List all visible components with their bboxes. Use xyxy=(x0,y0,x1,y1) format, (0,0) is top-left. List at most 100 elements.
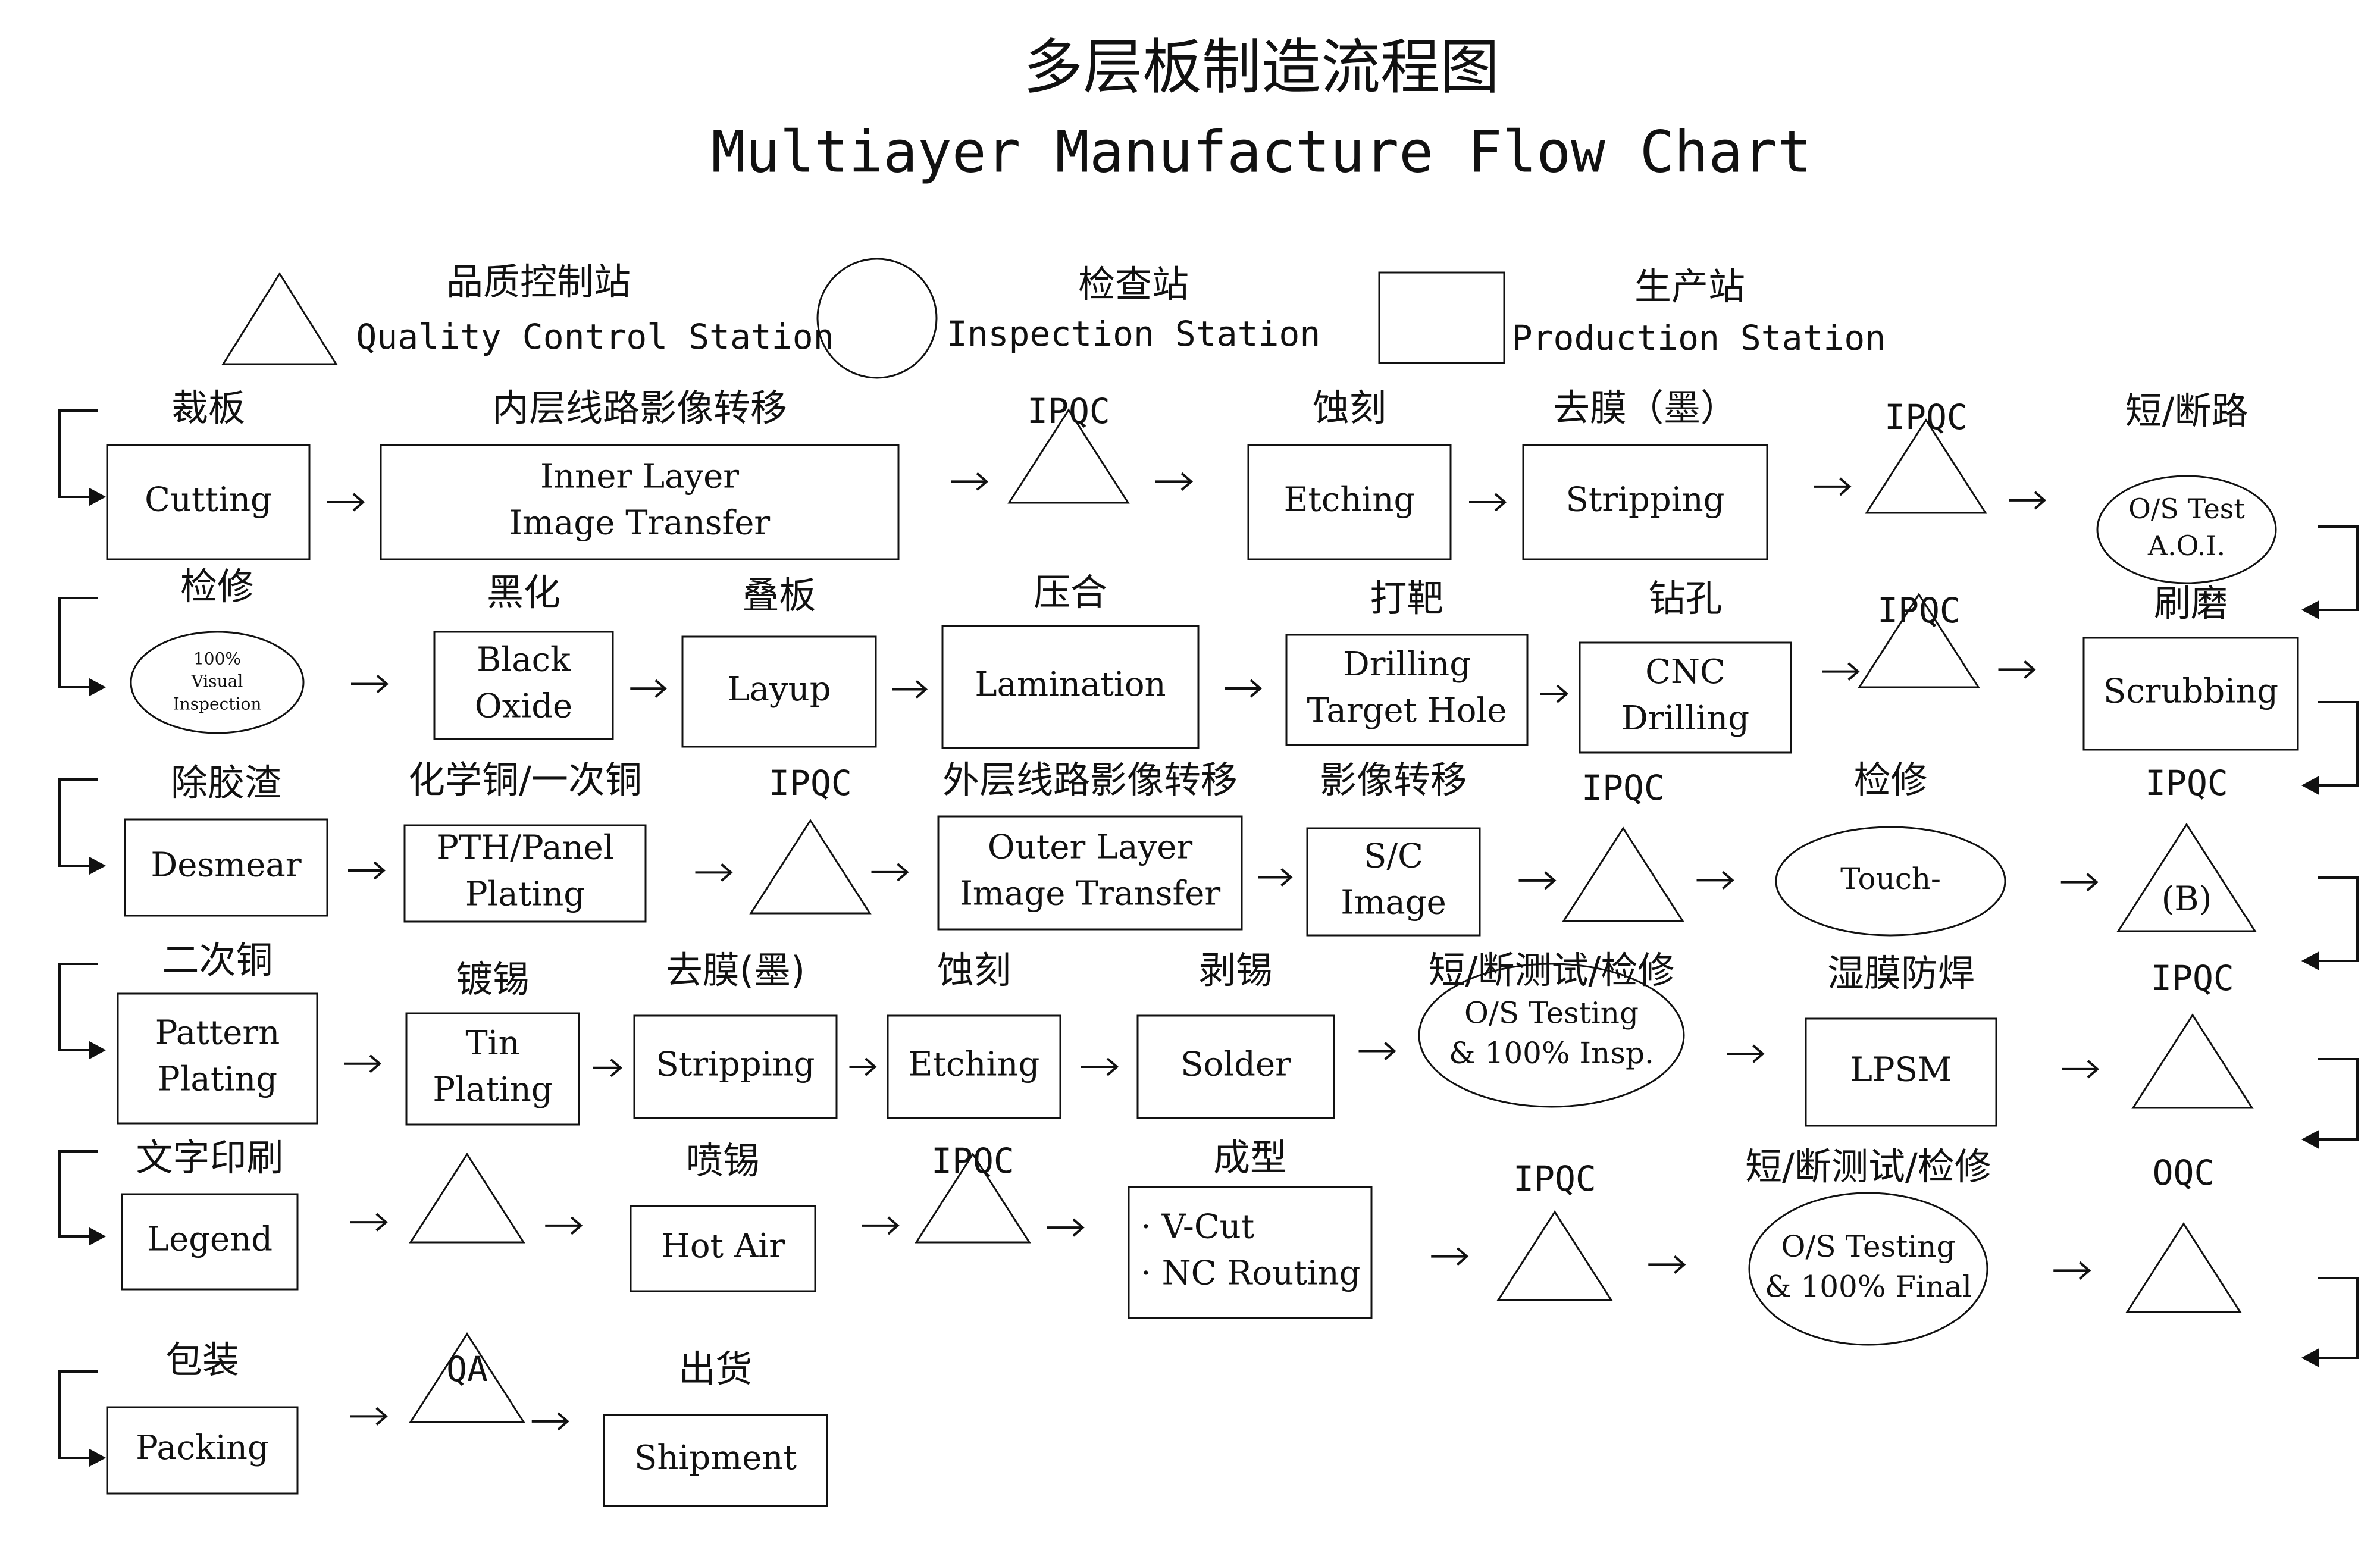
title-chinese: 多层板制造流程图 xyxy=(1023,32,1499,102)
node-label: Layup xyxy=(727,670,831,709)
legend-production-en: Production Station xyxy=(1512,318,1886,358)
node-label: LPSM xyxy=(1850,1051,1952,1089)
qc-triangle-icon xyxy=(915,1153,1031,1244)
return-arrow-icon xyxy=(2301,701,2359,795)
production-box xyxy=(681,635,877,748)
node-label: Packing xyxy=(136,1429,269,1467)
qc-triangle-icon xyxy=(1007,408,1130,504)
node-label: S/C xyxy=(1364,837,1423,876)
flow-node-2-7: (B)IPQC xyxy=(2116,763,2257,932)
flow-arrow-icon xyxy=(892,679,928,699)
node-caption: 外层线路影像转移 xyxy=(942,758,1238,801)
production-box xyxy=(1805,1017,1997,1127)
qc-triangle-icon xyxy=(749,819,872,915)
node-label: Tin xyxy=(465,1024,519,1063)
legend-inspection-cn: 检查站 xyxy=(1078,262,1189,306)
node-label: Hot Air xyxy=(661,1227,785,1266)
production-box xyxy=(106,444,311,560)
node-label: Black xyxy=(477,641,571,679)
node-caption: IPQC xyxy=(1877,590,1961,631)
production-box xyxy=(1247,444,1452,560)
node-caption: 化学铜/一次铜 xyxy=(408,758,642,801)
node-caption: 文字印刷 xyxy=(136,1136,283,1179)
entry-arrow-icon xyxy=(58,1150,107,1246)
production-box xyxy=(403,824,647,923)
node-caption: IPQC xyxy=(2145,763,2228,803)
node-label: & 100% Insp. xyxy=(1449,1036,1654,1070)
node-caption: 短/断路 xyxy=(2125,389,2249,433)
flow-arrow-icon xyxy=(350,1407,388,1426)
node-label: Cutting xyxy=(145,481,272,519)
return-arrow-icon xyxy=(2301,1277,2359,1367)
node-label: Etching xyxy=(1284,481,1416,519)
node-label: Pattern xyxy=(155,1014,280,1053)
flow-arrow-icon xyxy=(1648,1255,1686,1274)
flow-node-4-3: IPQC xyxy=(915,1141,1031,1244)
flow-arrow-icon xyxy=(344,1054,382,1073)
flow-arrow-icon xyxy=(351,674,389,694)
flow-arrow-icon xyxy=(593,1059,622,1078)
flow-node-4-4: · V-Cut · NC Routing 成型 xyxy=(1128,1136,1373,1319)
node-caption: 短/断测试/检修 xyxy=(1429,948,1675,992)
flow-node-3-5: O/S Testing& 100% Insp.短/断测试/检修 xyxy=(1418,948,1685,1108)
node-label: CNC xyxy=(1645,653,1726,691)
flow-node-0-2: IPQC xyxy=(1007,391,1130,504)
flow-node-4-1 xyxy=(409,1153,525,1244)
node-caption: 湿膜防焊 xyxy=(1827,951,1975,995)
node-label: · NC Routing xyxy=(1141,1254,1361,1293)
entry-arrow-icon xyxy=(58,409,107,506)
node-label: Inner Layer xyxy=(540,458,739,496)
flow-node-2-6: Touch-检修 xyxy=(1775,758,2006,937)
node-label: Plating xyxy=(158,1060,277,1099)
production-box xyxy=(1136,1014,1335,1119)
qc-triangle-icon xyxy=(1865,418,1987,514)
title-english: Multiayer Manufacture Flow Chart xyxy=(711,118,1812,185)
node-caption: 包装 xyxy=(165,1338,239,1382)
node-label: & 100% Final xyxy=(1765,1269,1972,1304)
return-arrow-icon xyxy=(2301,876,2359,970)
node-caption: IPQC xyxy=(2151,958,2234,998)
node-label: Outer Layer xyxy=(988,828,1193,867)
flow-node-5-1: QA xyxy=(409,1332,525,1423)
flow-node-0-5: IPQC xyxy=(1865,397,1987,514)
node-caption: 钻孔 xyxy=(1648,577,1722,620)
production-box xyxy=(2082,637,2299,751)
flow-arrow-icon xyxy=(1518,871,1557,890)
flow-arrow-icon xyxy=(350,1213,388,1232)
node-label: Scrubbing xyxy=(2103,672,2278,711)
flow-arrow-icon xyxy=(1814,477,1852,496)
return-arrow-icon xyxy=(2301,1058,2359,1149)
flow-arrow-icon xyxy=(871,863,909,882)
node-label: Image Transfer xyxy=(960,875,1221,913)
flow-arrow-icon xyxy=(2062,1060,2100,1079)
node-label: · V-Cut xyxy=(1141,1208,1255,1247)
flow-arrow-icon xyxy=(1155,472,1194,491)
production-box xyxy=(633,1014,838,1119)
node-caption: IPQC xyxy=(1513,1158,1596,1199)
node-caption: 成型 xyxy=(1213,1136,1287,1179)
production-box xyxy=(106,1406,299,1495)
node-caption: 去膜(墨) xyxy=(666,948,805,992)
flow-arrow-icon xyxy=(348,861,386,880)
node-label: Drilling xyxy=(1343,645,1471,684)
flow-arrow-icon xyxy=(862,1216,900,1235)
qc-triangle-icon xyxy=(1496,1210,1613,1301)
qc-triangle-icon xyxy=(1562,826,1684,922)
flow-arrow-icon xyxy=(1225,679,1263,698)
production-box xyxy=(937,815,1243,931)
production-box xyxy=(887,1014,1061,1119)
